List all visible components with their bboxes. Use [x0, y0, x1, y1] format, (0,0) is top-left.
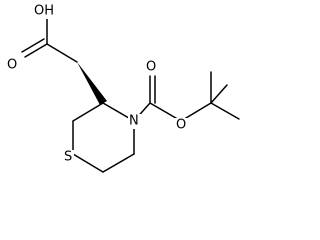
bond-cooh-c-o-2 [21, 38, 45, 53]
chemical-structure: OH O N O O S [6, 4, 240, 173]
bond-c3-c2 [72, 102, 104, 122]
atom-label-s: S [64, 150, 72, 165]
bond-c6-c5 [102, 153, 135, 173]
atom-label-o-acid: O [7, 58, 17, 73]
label-bg-o-acid [6, 58, 19, 73]
atom-label-o-carbonyl: O [146, 60, 156, 75]
label-bg-n [128, 114, 141, 129]
bond-stereo-wedge [77, 62, 107, 105]
label-bg-oh [33, 4, 57, 19]
atom-label-o-ester: O [176, 118, 186, 133]
atom-label-oh: OH [34, 4, 54, 19]
label-bg-s [63, 150, 74, 165]
bond-s-c6 [72, 153, 104, 173]
bond-tert-c-me-2 [210, 102, 240, 120]
bond-tert-c-me-3 [210, 84, 228, 104]
atom-label-n: N [129, 114, 139, 129]
bond-cooh-c-o-1 [24, 43, 48, 58]
bond-cooh-c-ch2 [46, 43, 78, 63]
label-bg-o-carbonyl [145, 60, 158, 75]
label-bg-o-ester [175, 118, 188, 133]
